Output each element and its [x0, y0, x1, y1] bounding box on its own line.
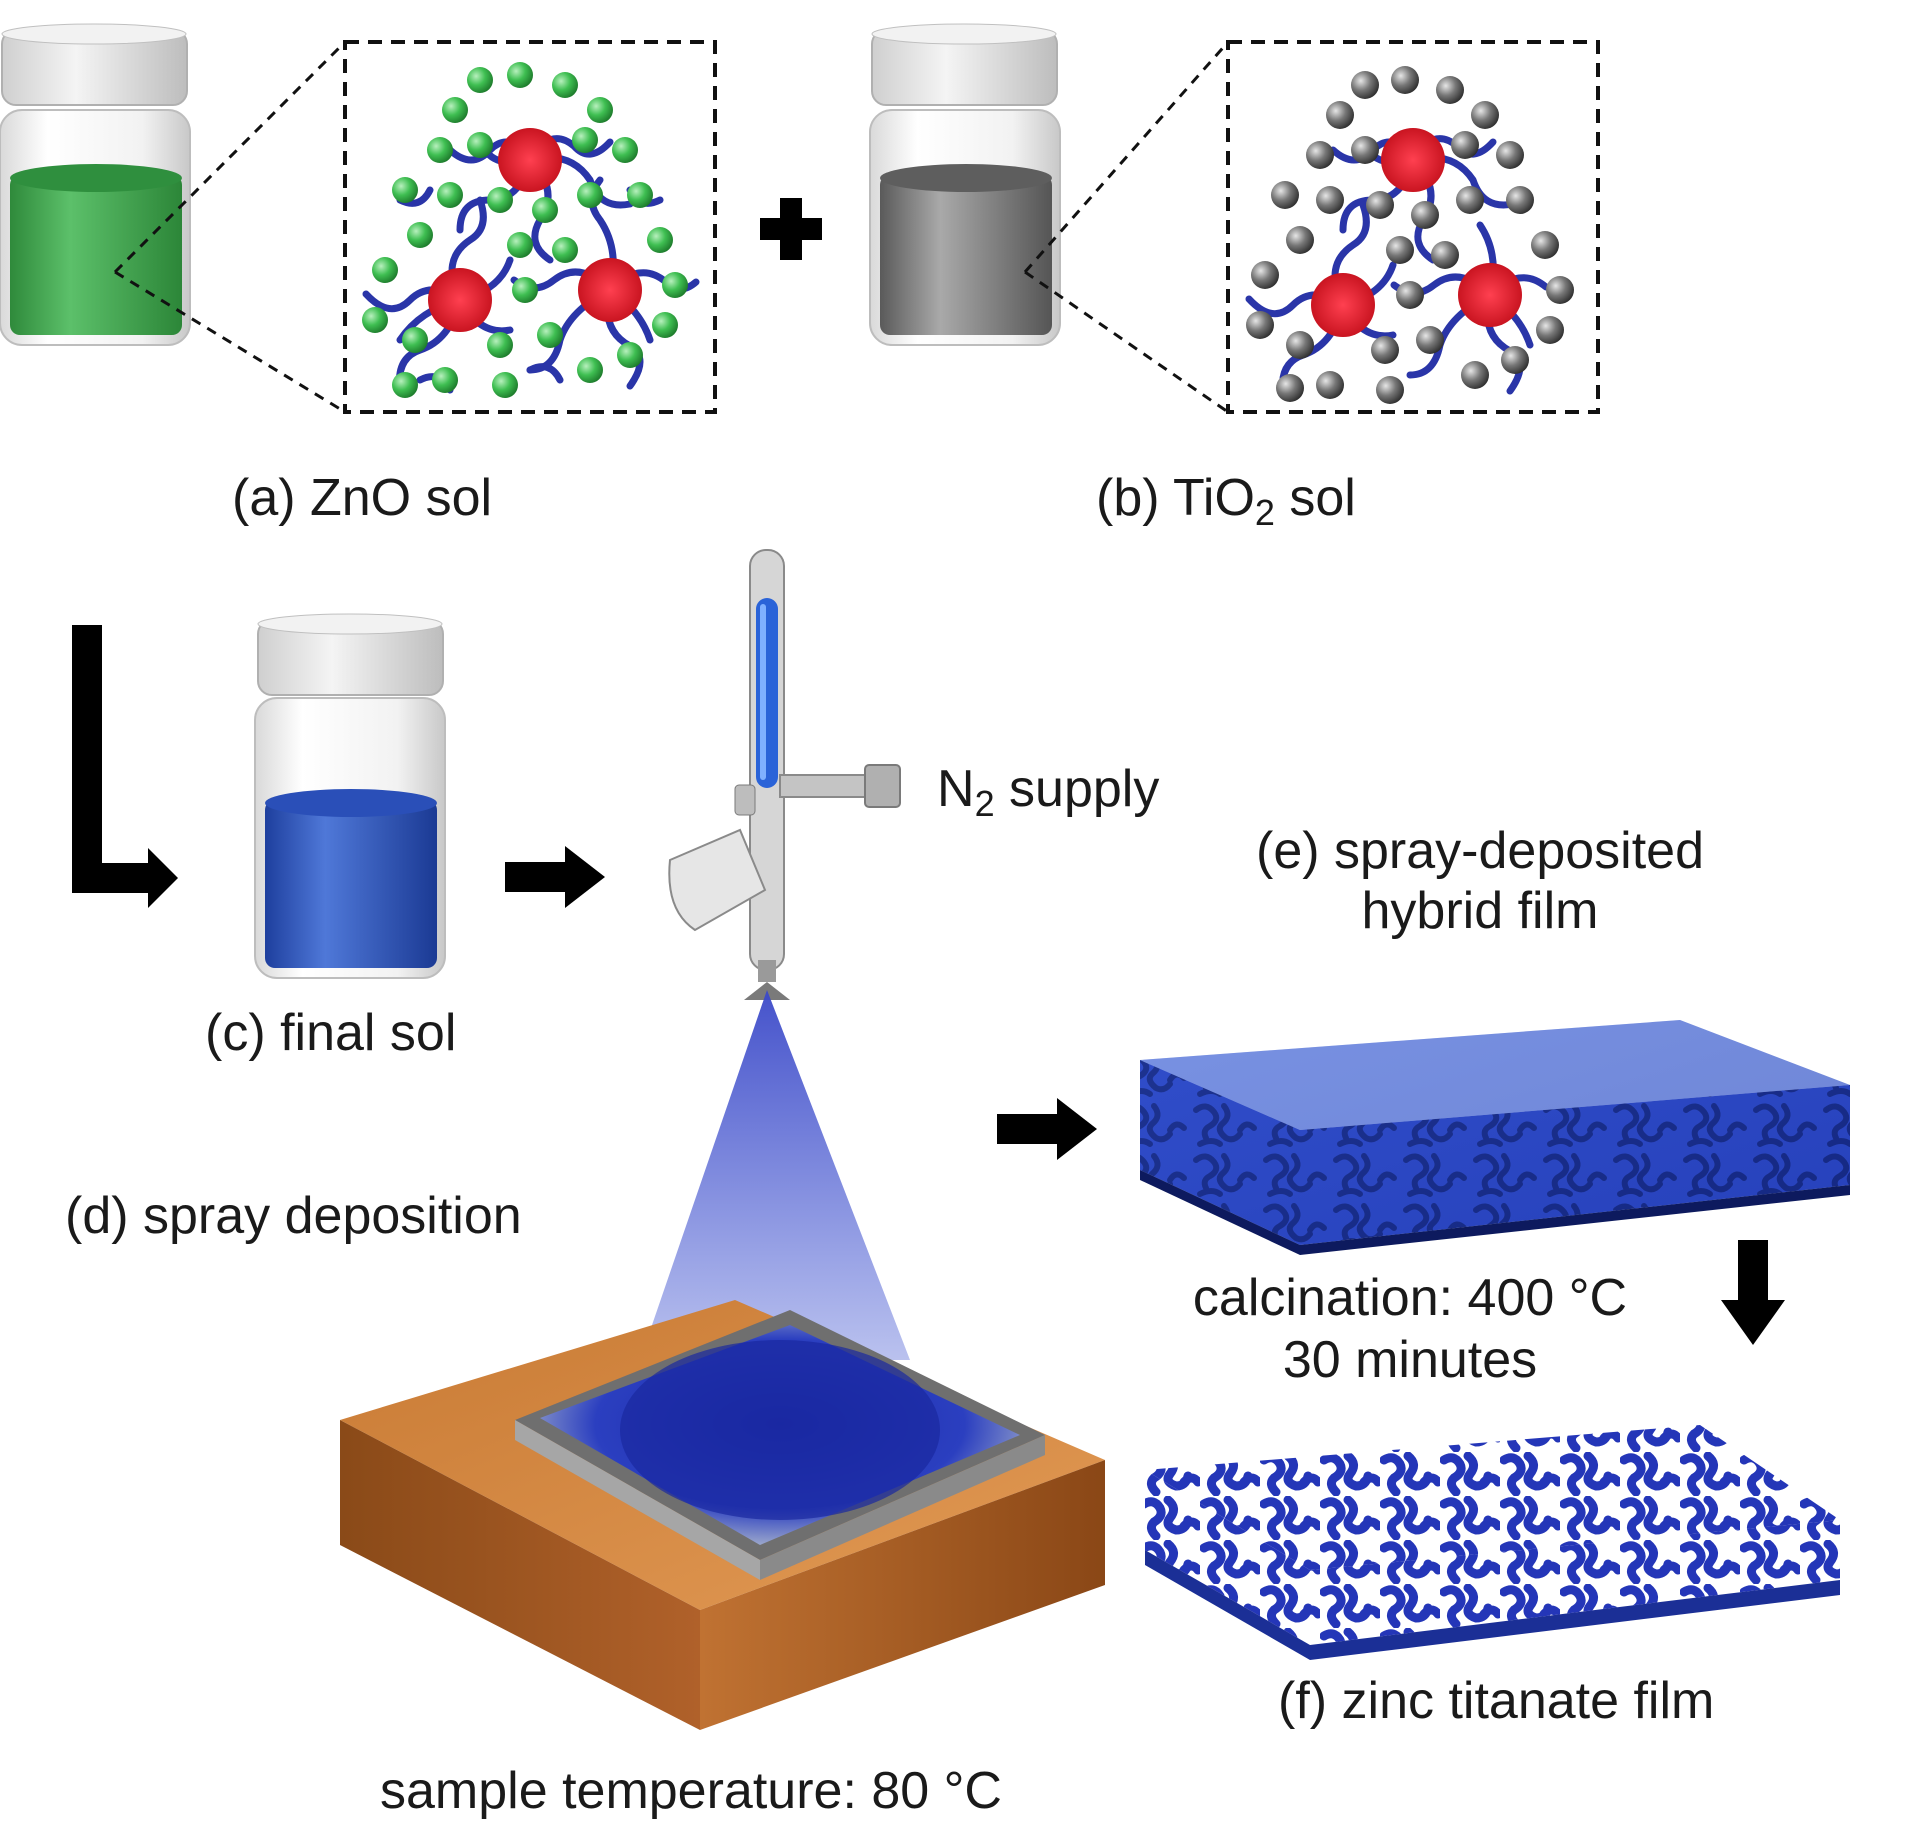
airbrush: [668, 549, 901, 1000]
label-n2-prefix: N: [937, 760, 975, 818]
label-tio2-sol: (b) TiO2 sol: [1096, 472, 1356, 531]
label-sample-temperature: sample temperature: 80 °C: [380, 1762, 1002, 1820]
micelle-cores: [1311, 128, 1522, 337]
label-zinc-titanate-film: (f) zinc titanate film: [1278, 1672, 1715, 1730]
mix-arrow: [72, 625, 178, 908]
spray-cone: [640, 990, 910, 1360]
arrow-to-airbrush: [505, 846, 605, 908]
label-tio2-prefix: (b) TiO: [1096, 469, 1255, 527]
zno-sol-vial: [0, 23, 347, 414]
label-final-sol: (c) final sol: [205, 1004, 457, 1062]
substrate: [515, 1310, 1045, 1580]
label-zno-sol: (a) ZnO sol: [232, 469, 493, 527]
arrow-to-zinc-titanate-film: [1721, 1240, 1785, 1345]
hybrid-film: [1140, 1020, 1850, 1255]
tio2-micelle-inset: [1226, 40, 1600, 414]
zno-particles: [362, 62, 688, 398]
zinc-titanate-film: [1145, 1425, 1840, 1660]
tio2-particles: [1246, 66, 1574, 404]
label-calcination-line2: 30 minutes: [1282, 1331, 1538, 1389]
label-spray-deposition: (d) spray deposition: [65, 1187, 522, 1245]
plus-icon: [760, 198, 822, 260]
arrow-to-hybrid-film: [997, 1098, 1097, 1160]
label-tio2-suffix: sol: [1274, 469, 1356, 527]
tio2-sol-vial: [869, 23, 1230, 414]
final-sol-vial: [254, 613, 446, 979]
label-n2-supply: N2 supply: [937, 763, 1159, 822]
label-hybrid-film-line2: hybrid film: [1361, 882, 1599, 940]
label-tio2-subscript: 2: [1254, 492, 1275, 533]
label-calcination-line1: calcination: 400 °C: [1192, 1269, 1628, 1327]
label-hybrid-film-line1: (e) spray-deposited: [1256, 822, 1704, 880]
label-n2-suffix: supply: [994, 760, 1160, 818]
micelle-cores: [428, 128, 642, 332]
label-hybrid-film: (e) spray-deposited hybrid film: [1200, 825, 1760, 937]
label-n2-subscript: 2: [974, 783, 995, 824]
label-calcination: calcination: 400 °C 30 minutes: [1120, 1272, 1700, 1386]
zno-micelle-inset: [343, 40, 717, 414]
